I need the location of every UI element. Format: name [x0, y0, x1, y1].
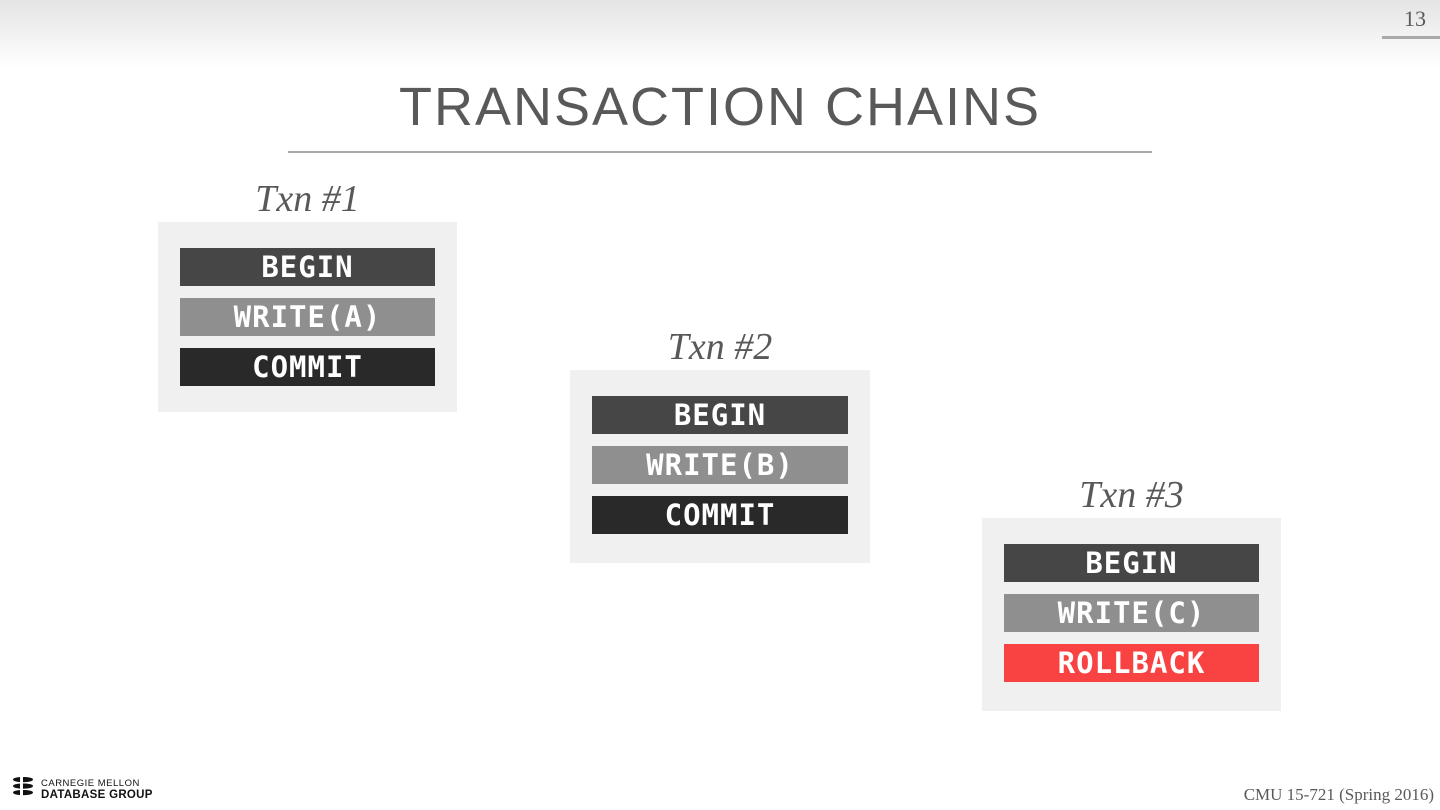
txn-1-step-begin: BEGIN	[180, 248, 435, 286]
page-title: TRANSACTION CHAINS	[398, 77, 1042, 137]
txn-3-step-begin: BEGIN	[1004, 544, 1259, 582]
txn-1-step-write: WRITE(A)	[180, 298, 435, 336]
txn-3-panel: BEGIN WRITE(C) ROLLBACK	[982, 518, 1281, 711]
title-underline	[288, 151, 1152, 153]
txn-2-group: Txn #2 BEGIN WRITE(B) COMMIT	[570, 324, 870, 563]
cmu-db-group-logo: CARNEGIE MELLON DATABASE GROUP	[10, 775, 153, 806]
txn-2-panel: BEGIN WRITE(B) COMMIT	[570, 370, 870, 563]
database-cylinder-icon	[10, 775, 36, 806]
course-footer-text: CMU 15-721 (Spring 2016)	[1243, 785, 1434, 804]
txn-2-label: Txn #2	[667, 326, 773, 368]
page-number: 13	[1404, 6, 1426, 31]
txn-2-step-begin: BEGIN	[592, 396, 848, 434]
txn-1-group: Txn #1 BEGIN WRITE(A) COMMIT	[158, 176, 457, 412]
txn-1-step-commit: COMMIT	[180, 348, 435, 386]
logo-text: CARNEGIE MELLON DATABASE GROUP	[41, 779, 153, 801]
txn-3-label: Txn #3	[1079, 474, 1184, 516]
txn-3-group: Txn #3 BEGIN WRITE(C) ROLLBACK	[982, 472, 1281, 711]
page-number-underline	[1382, 36, 1440, 39]
txn-2-step-commit: COMMIT	[592, 496, 848, 534]
txn-3-step-write: WRITE(C)	[1004, 594, 1259, 632]
txn-3-step-rollback: ROLLBACK	[1004, 644, 1259, 682]
txn-2-step-write: WRITE(B)	[592, 446, 848, 484]
txn-1-panel: BEGIN WRITE(A) COMMIT	[158, 222, 457, 412]
logo-line2: DATABASE GROUP	[41, 789, 153, 802]
txn-1-label: Txn #1	[255, 178, 360, 220]
logo-line1: CARNEGIE MELLON	[41, 778, 140, 790]
top-gradient-band	[0, 0, 1440, 68]
